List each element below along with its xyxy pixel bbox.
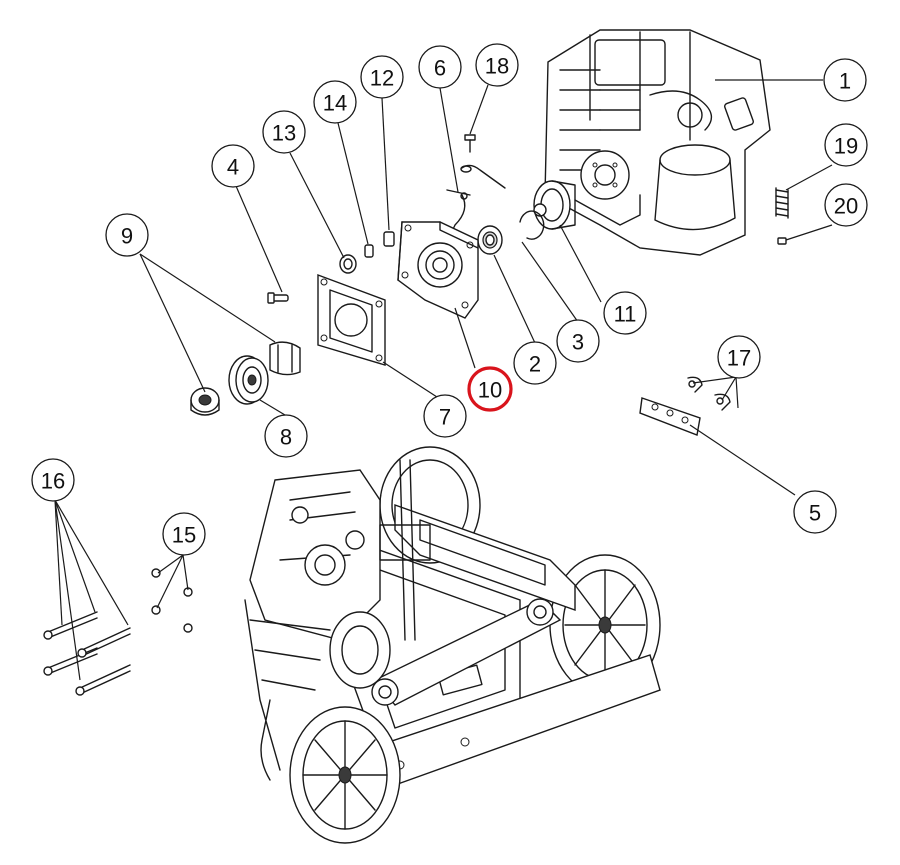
callout-5: 5 (793, 490, 837, 534)
callout-12: 12 (360, 55, 404, 99)
callout-1: 1 (823, 58, 867, 102)
svg-text:15: 15 (172, 523, 196, 548)
callout-11: 11 (603, 291, 647, 335)
callout-4: 4 (211, 144, 255, 188)
part-small-pin (364, 244, 374, 258)
callout-15: 15 (162, 512, 206, 556)
part-spring (775, 187, 789, 219)
callout-9: 9 (105, 213, 149, 257)
part-main-frame (244, 446, 661, 844)
callout-10-highlighted: 10 (467, 366, 513, 412)
svg-text:2: 2 (529, 352, 541, 377)
callout-8: 8 (264, 414, 308, 458)
callout-17: 17 (717, 335, 761, 379)
part-bracket (639, 397, 701, 436)
part-gear-housing (397, 221, 479, 319)
callout-19: 19 (824, 123, 868, 167)
part-gasket (317, 273, 386, 366)
callout-7: 7 (423, 394, 467, 438)
part-engine (544, 29, 771, 256)
svg-text:1: 1 (839, 69, 851, 94)
svg-text:9: 9 (121, 224, 133, 249)
part-clutch-drum (533, 180, 576, 230)
svg-text:3: 3 (572, 330, 584, 355)
callout-13: 13 (262, 110, 306, 154)
callout-14: 14 (313, 80, 357, 124)
callout-18: 18 (475, 43, 519, 87)
part-screw-clip (460, 134, 506, 189)
svg-text:16: 16 (41, 469, 65, 494)
svg-text:12: 12 (370, 66, 394, 91)
part-coupling (190, 341, 301, 416)
callout-3: 3 (556, 319, 600, 363)
part-clamps (687, 376, 731, 411)
part-pulley (228, 355, 269, 405)
part-small-screw (777, 237, 787, 245)
svg-text:5: 5 (809, 501, 821, 526)
svg-text:6: 6 (434, 56, 446, 81)
part-nuts (151, 568, 193, 633)
svg-text:11: 11 (614, 302, 637, 327)
svg-text:17: 17 (727, 346, 751, 371)
part-cable (446, 189, 471, 241)
callouts: 1 2 3 4 5 6 7 8 (31, 43, 868, 556)
svg-text:7: 7 (439, 405, 451, 430)
part-snap-ring (519, 210, 545, 240)
callout-20: 20 (824, 183, 868, 227)
svg-text:10: 10 (478, 378, 502, 403)
svg-text:8: 8 (280, 425, 292, 450)
callout-6: 6 (418, 45, 462, 89)
part-pin (383, 231, 395, 247)
svg-text:13: 13 (272, 121, 296, 146)
part-long-bolts (43, 611, 131, 696)
svg-text:4: 4 (227, 155, 239, 180)
leader-lines (54, 79, 833, 681)
part-bolt (267, 292, 289, 304)
svg-text:19: 19 (834, 134, 858, 159)
callout-2: 2 (513, 341, 557, 385)
callout-16: 16 (31, 458, 75, 502)
svg-text:18: 18 (485, 54, 509, 79)
part-seal (339, 254, 357, 274)
svg-text:14: 14 (323, 91, 347, 116)
svg-text:20: 20 (834, 194, 858, 219)
part-bearing (477, 225, 503, 255)
